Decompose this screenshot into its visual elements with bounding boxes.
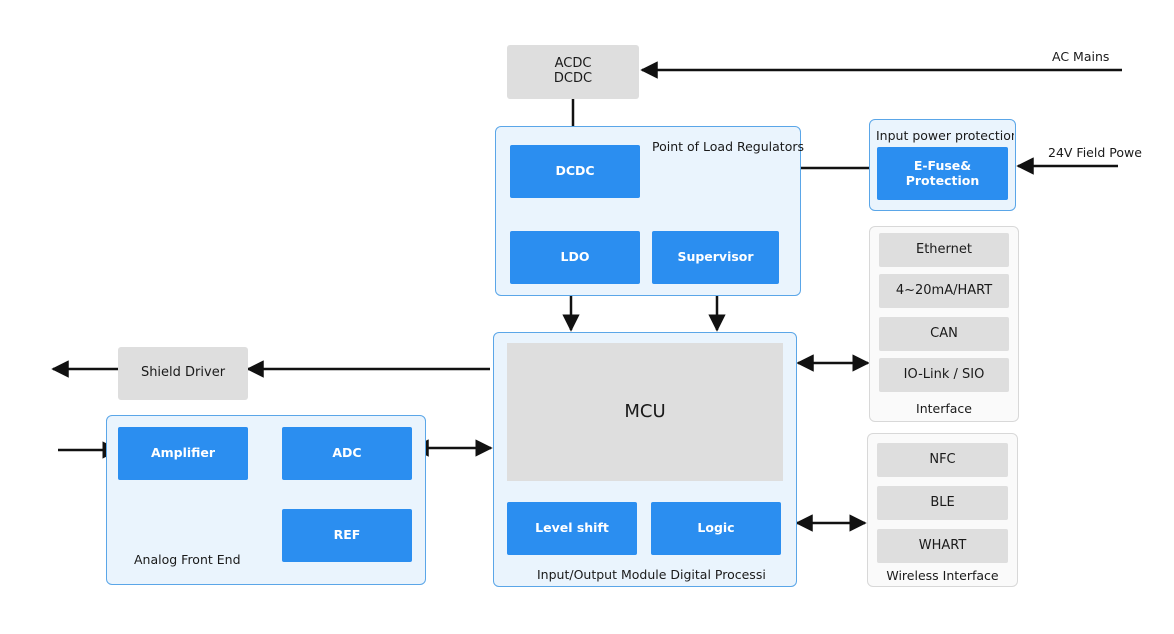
- analog-front-end-title: Analog Front End: [134, 552, 241, 567]
- input-power-protection-title: Input power protection: [876, 128, 1014, 143]
- interface-item-can[interactable]: CAN: [879, 317, 1009, 351]
- interface-item-io-link[interactable]: IO-Link / SIO: [879, 358, 1009, 392]
- ldo-block[interactable]: LDO: [510, 231, 640, 284]
- interface-item-4-20ma-hart[interactable]: 4~20mA/HART: [879, 274, 1009, 308]
- ac-mains-label: AC Mains: [1052, 49, 1110, 64]
- digital-processing-title: Input/Output Module Digital Processi: [537, 567, 766, 582]
- logic-block[interactable]: Logic: [651, 502, 781, 555]
- ref-block[interactable]: REF: [282, 509, 412, 562]
- level-shift-block[interactable]: Level shift: [507, 502, 637, 555]
- dcdc-block[interactable]: DCDC: [510, 145, 640, 198]
- efuse-protection-block[interactable]: E-Fuse& Protection: [877, 147, 1008, 200]
- wireless-item-whart[interactable]: WHART: [877, 529, 1008, 563]
- mcu-block[interactable]: MCU: [507, 343, 783, 481]
- wireless-item-nfc[interactable]: NFC: [877, 443, 1008, 477]
- field-power-label: 24V Field Powe: [1048, 145, 1142, 160]
- amplifier-block[interactable]: Amplifier: [118, 427, 248, 480]
- acdc-dcdc-block[interactable]: ACDC DCDC: [507, 45, 639, 99]
- wireless-interface-title: Wireless Interface: [886, 568, 999, 583]
- interface-title: Interface: [916, 401, 972, 416]
- adc-block[interactable]: ADC: [282, 427, 412, 480]
- shield-driver-block[interactable]: Shield Driver: [118, 347, 248, 400]
- supervisor-block[interactable]: Supervisor: [652, 231, 779, 284]
- point-of-load-title: Point of Load Regulators: [652, 139, 804, 154]
- interface-item-ethernet[interactable]: Ethernet: [879, 233, 1009, 267]
- wireless-item-ble[interactable]: BLE: [877, 486, 1008, 520]
